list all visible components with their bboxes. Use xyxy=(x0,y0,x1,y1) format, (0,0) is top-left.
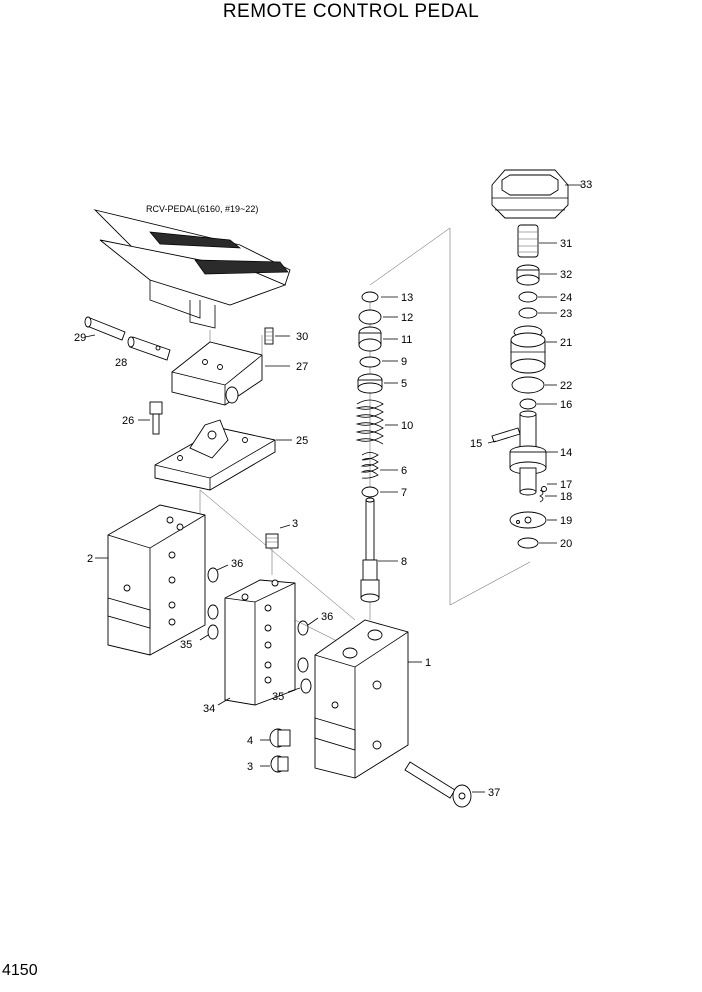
part-28-pin xyxy=(127,336,171,361)
part-23-washer xyxy=(518,307,538,319)
part-35-oring-right-a xyxy=(297,657,309,673)
callout-21: 21 xyxy=(560,337,572,349)
callout-29: 29 xyxy=(74,332,86,344)
callout-22: 22 xyxy=(560,380,572,392)
callout-24: 24 xyxy=(560,292,572,304)
part-36-oring-right xyxy=(297,620,309,636)
part-15-pin xyxy=(491,427,521,443)
part-19-plate xyxy=(509,511,547,529)
part-9-washer xyxy=(359,356,381,368)
right-pushrod-stack xyxy=(487,169,582,549)
callout-26: 26 xyxy=(122,415,134,427)
pedal-assembly: RCV-PEDAL(6160, #19~22) xyxy=(93,204,291,329)
callout-11: 11 xyxy=(401,334,412,346)
callout-9: 9 xyxy=(401,356,407,368)
center-spring-stack xyxy=(355,291,398,603)
callout-36-left: 36 xyxy=(231,558,243,570)
callout-17: 17 xyxy=(560,479,572,491)
part-21-plug xyxy=(510,325,546,374)
part-26-bolt xyxy=(138,401,163,435)
part-7-washer xyxy=(361,486,379,498)
part-6-spring xyxy=(360,452,379,479)
part-14-plunger xyxy=(509,410,547,496)
part-8-spool xyxy=(360,497,380,603)
part-3-plug-bottom xyxy=(260,755,289,773)
part-32-nut xyxy=(516,264,540,286)
callout-labels: 1 2 3 3 4 5 6 7 8 9 10 11 12 13 14 15 16… xyxy=(74,179,592,799)
part-2-body xyxy=(95,504,206,656)
callout-19: 19 xyxy=(560,515,572,527)
callout-25: 25 xyxy=(296,435,308,447)
page-title: REMOTE CONTROL PEDAL xyxy=(222,1,480,22)
part-4-plug xyxy=(260,728,291,748)
callout-28: 28 xyxy=(115,357,127,369)
callout-15: 15 xyxy=(470,438,482,450)
part-1-main-body xyxy=(314,619,422,779)
callout-13: 13 xyxy=(401,292,413,304)
part-33-boot xyxy=(491,169,569,219)
part-25-plate xyxy=(154,419,292,491)
callout-10: 10 xyxy=(401,420,413,432)
part-18-spring xyxy=(539,489,544,503)
callout-8: 8 xyxy=(401,556,407,568)
callout-34: 34 xyxy=(203,703,215,715)
part-29-pin xyxy=(84,316,126,341)
part-17-ball xyxy=(541,486,547,492)
callout-37: 37 xyxy=(488,787,500,799)
part-31-rod xyxy=(517,224,539,258)
callout-31: 31 xyxy=(560,238,572,250)
callout-4: 4 xyxy=(247,735,253,747)
part-35-oring-left-b xyxy=(207,624,219,640)
part-36-oring-left xyxy=(207,567,219,583)
callout-35-left: 35 xyxy=(180,639,192,651)
callout-16: 16 xyxy=(560,399,572,411)
callout-20: 20 xyxy=(560,538,572,550)
callout-5: 5 xyxy=(401,378,407,390)
callout-6: 6 xyxy=(401,465,407,477)
callout-14: 14 xyxy=(560,447,572,459)
callout-35-right: 35 xyxy=(272,691,284,703)
part-35-oring-left-a xyxy=(207,604,219,620)
part-20-washer xyxy=(517,537,539,549)
part-11-seal xyxy=(358,326,382,352)
page-number: 4150 xyxy=(2,962,38,979)
subassembly-note: RCV-PEDAL(6160, #19~22) xyxy=(146,204,258,214)
callout-12: 12 xyxy=(401,312,413,324)
callout-18: 18 xyxy=(560,491,572,503)
callout-33: 33 xyxy=(580,179,592,191)
callout-2: 2 xyxy=(87,553,93,565)
callout-23: 23 xyxy=(560,308,572,320)
part-34-block xyxy=(217,579,296,706)
part-35-oring-right-b xyxy=(300,678,312,694)
callout-36-right: 36 xyxy=(321,611,333,623)
part-3-plug-top xyxy=(265,524,291,575)
callout-1: 1 xyxy=(425,657,431,669)
callout-3-top: 3 xyxy=(292,518,298,530)
callout-3-bottom: 3 xyxy=(247,761,253,773)
callout-32: 32 xyxy=(560,269,572,281)
part-16-oring xyxy=(519,398,537,410)
part-37-bolt xyxy=(404,761,485,808)
part-22-oring xyxy=(511,376,545,394)
part-12-oring xyxy=(358,309,382,325)
part-27-cam xyxy=(171,330,290,406)
callout-7: 7 xyxy=(401,487,407,499)
part-30-set-screw xyxy=(264,327,290,345)
part-5-spring-seat xyxy=(357,373,383,394)
part-24-seal xyxy=(518,291,538,303)
callout-30: 30 xyxy=(296,331,308,343)
part-13-washer xyxy=(361,291,379,303)
callout-27: 27 xyxy=(296,361,308,373)
part-10-spring xyxy=(355,399,384,445)
pedal-tread-pattern xyxy=(149,231,289,275)
